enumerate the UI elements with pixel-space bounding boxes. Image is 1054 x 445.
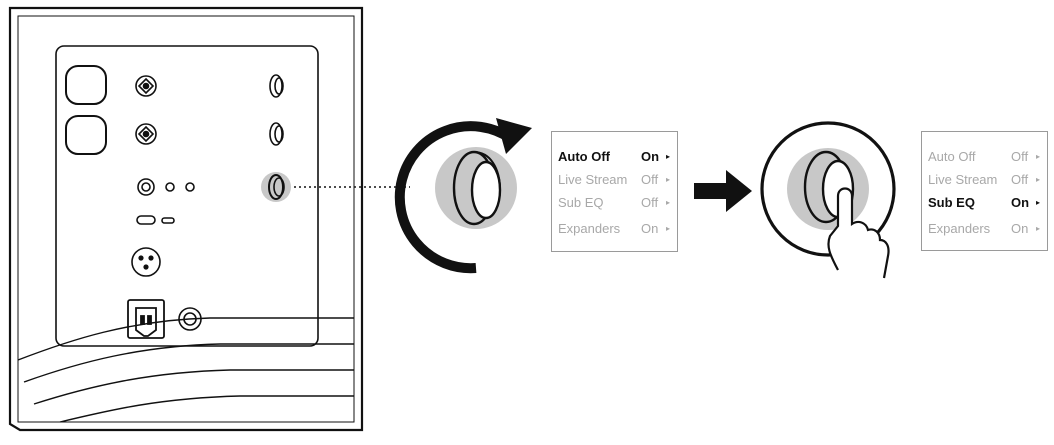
menu-item-label: Sub EQ — [928, 195, 975, 210]
chevron-right-icon: ▸ — [1036, 152, 1041, 161]
arrow-right-icon — [694, 170, 752, 212]
menu-after-panel: Auto Off Off ▸ Live Stream Off ▸ Sub EQ … — [921, 131, 1048, 251]
combo-input-2 — [65, 115, 107, 155]
menu-item-label: Auto Off — [928, 149, 976, 164]
menu-item-label: Live Stream — [558, 172, 628, 187]
menu-item-value: Off — [1011, 172, 1029, 187]
usb-ports — [136, 215, 175, 225]
menu-item-label: Expanders — [928, 221, 991, 236]
menu-item-value: On — [1011, 195, 1030, 210]
menu-item-sub-eq[interactable]: Sub EQ Off ▸ — [552, 192, 677, 214]
chevron-right-icon: ▸ — [666, 224, 671, 233]
speaker-rear-panel — [8, 6, 364, 432]
combo-input-1 — [65, 65, 107, 105]
menu-item-label: Expanders — [558, 221, 621, 236]
menu-item-live-stream[interactable]: Live Stream Off ▸ — [552, 169, 677, 191]
trim-knob-2 — [135, 123, 157, 145]
menu-item-label: Auto Off — [558, 149, 610, 164]
chevron-right-icon: ▸ — [666, 175, 671, 184]
rotate-clockwise-arrow-icon — [394, 118, 532, 274]
control-knob-highlighted — [261, 172, 291, 202]
menu-item-auto-off[interactable]: Auto Off On ▸ — [552, 146, 677, 168]
menu-item-live-stream[interactable]: Live Stream Off ▸ — [922, 169, 1047, 191]
chevron-right-icon: ▸ — [1036, 224, 1041, 233]
chevron-right-icon: ▸ — [1036, 198, 1041, 207]
menu-item-value: On — [1011, 221, 1029, 236]
menu-item-auto-off[interactable]: Auto Off Off ▸ — [922, 146, 1047, 168]
power-button — [178, 307, 202, 331]
trim-knob-1 — [135, 75, 157, 97]
channel-encoder-2 — [269, 122, 284, 146]
chevron-right-icon: ▸ — [666, 152, 671, 161]
menu-item-label: Sub EQ — [558, 195, 604, 210]
menu-item-sub-eq[interactable]: Sub EQ On ▸ — [922, 192, 1047, 214]
control-knob-icon — [435, 147, 517, 229]
menu-item-value: Off — [641, 195, 659, 210]
menu-item-label: Live Stream — [928, 172, 998, 187]
menu-item-value: On — [641, 221, 659, 236]
xlr-output — [131, 247, 161, 277]
menu-item-value: Off — [641, 172, 659, 187]
menu-item-expanders[interactable]: Expanders On ▸ — [922, 218, 1047, 240]
power-socket — [127, 299, 165, 339]
menu-before-panel: Auto Off On ▸ Live Stream Off ▸ Sub EQ O… — [551, 131, 678, 252]
channel-encoder-1 — [269, 74, 284, 98]
menu-item-value: On — [641, 149, 660, 164]
chevron-right-icon: ▸ — [666, 198, 671, 207]
menu-item-value: Off — [1011, 149, 1029, 164]
menu-item-expanders[interactable]: Expanders On ▸ — [552, 218, 677, 240]
finger-press-icon — [827, 187, 890, 279]
chevron-right-icon: ▸ — [1036, 175, 1041, 184]
aux-controls — [137, 178, 195, 196]
